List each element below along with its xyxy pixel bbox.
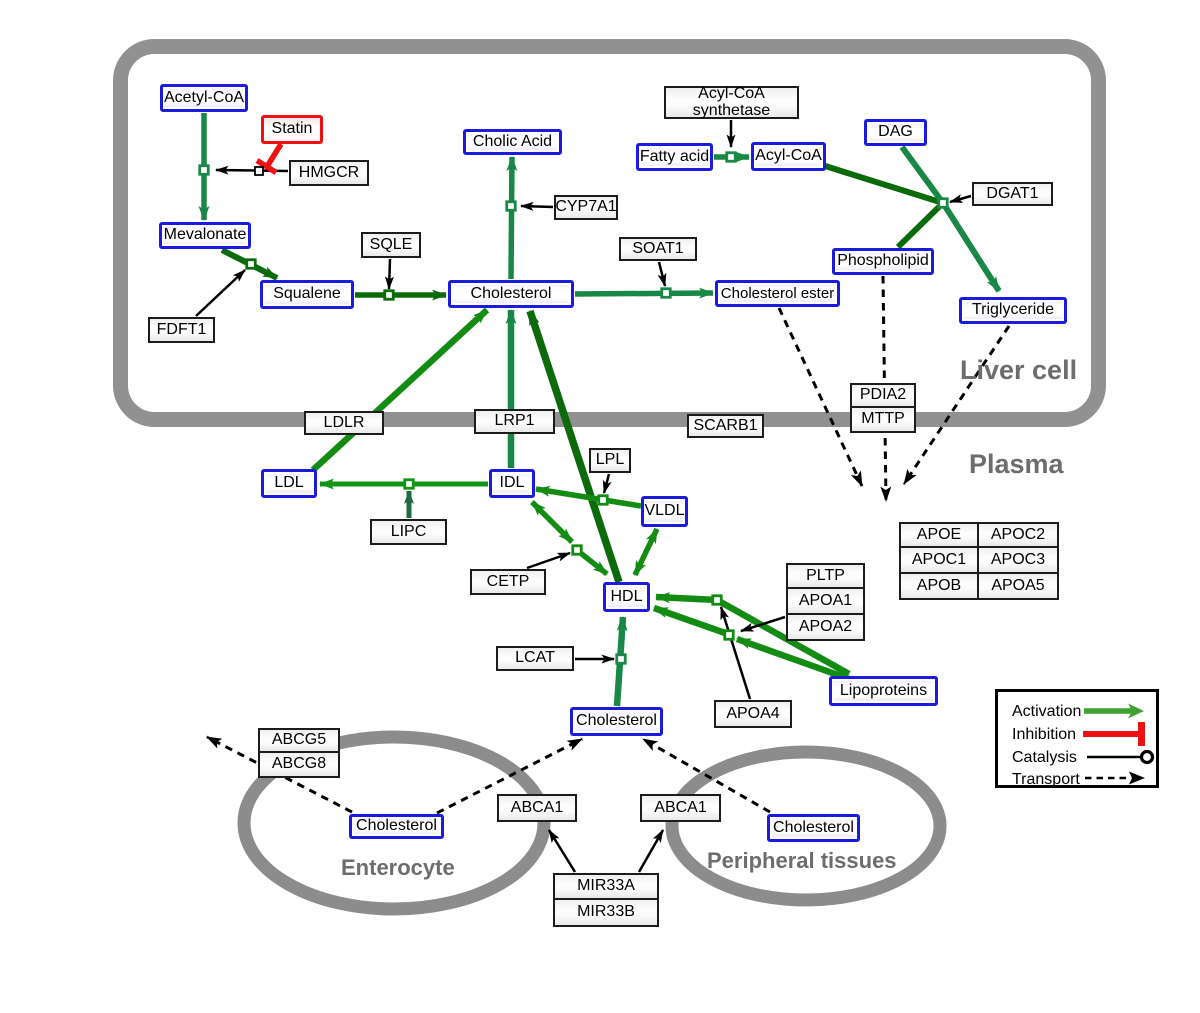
svg-text:Inhibition: Inhibition [1012, 726, 1076, 743]
svg-text:Activation: Activation [1012, 703, 1081, 720]
svg-text:Transport: Transport [1012, 771, 1080, 785]
svg-text:Catalysis: Catalysis [1012, 749, 1077, 766]
